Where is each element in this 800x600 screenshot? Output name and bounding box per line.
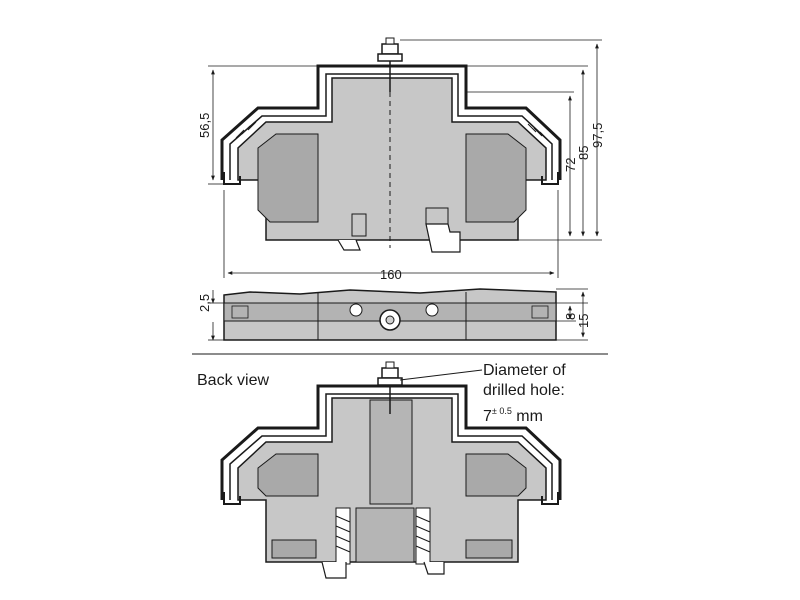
side-slot-left [231, 305, 249, 319]
latch-clip [425, 223, 461, 253]
back-foot-right [423, 561, 445, 575]
rail-hatching [235, 121, 549, 141]
center-channel [369, 399, 413, 505]
left-spring [335, 507, 351, 565]
note-leader [399, 369, 483, 381]
back-din-rail-inner [229, 393, 553, 500]
note-value: 7 [483, 408, 492, 425]
back-top-screw [377, 361, 403, 414]
side-slot-right [531, 305, 549, 319]
side-dimensions [208, 288, 588, 341]
right-hook [541, 172, 559, 185]
side-screw-left [349, 303, 363, 317]
back-left-pad [257, 453, 319, 497]
left-hook [223, 172, 241, 185]
side-view [223, 288, 557, 341]
note-line-1: Diameter of [483, 362, 566, 379]
dim-160: 160 [380, 267, 402, 282]
top-screw [377, 37, 403, 92]
dim-56-5: 56,5 [197, 113, 212, 138]
note-unit: mm [511, 408, 543, 425]
back-view [220, 361, 562, 579]
drill-hole-note: Diameter of drilled hole: 7± 0.5 mm [483, 361, 566, 427]
right-spring [415, 507, 431, 565]
back-view-label: Back view [197, 372, 270, 389]
back-din-rail-outline [220, 384, 562, 500]
back-foot-left [321, 561, 347, 579]
lower-center-block [355, 507, 415, 563]
back-right-pad [465, 453, 527, 497]
note-tolerance: ± 0.5 [491, 406, 512, 416]
lower-right-slot [465, 539, 513, 559]
note-line-2: drilled hole: [483, 382, 565, 399]
dim-15: 15 [576, 314, 591, 328]
right-pad [465, 133, 527, 223]
dim-8: 8 [563, 313, 578, 320]
left-pad [257, 133, 319, 223]
small-window [351, 213, 367, 237]
front-dimensions [208, 39, 602, 278]
foot-left [337, 239, 361, 251]
side-screw-right [425, 303, 439, 317]
din-rail-outline [220, 64, 562, 180]
front-view [220, 37, 562, 253]
dim-72: 72 [563, 158, 578, 172]
dim-85: 85 [576, 146, 591, 160]
dim-97-5: 97,5 [590, 123, 605, 148]
dim-2-5: 2,5 [197, 294, 212, 312]
lower-left-slot [271, 539, 317, 559]
note-line-3: 7± 0.5 mm [483, 401, 566, 427]
